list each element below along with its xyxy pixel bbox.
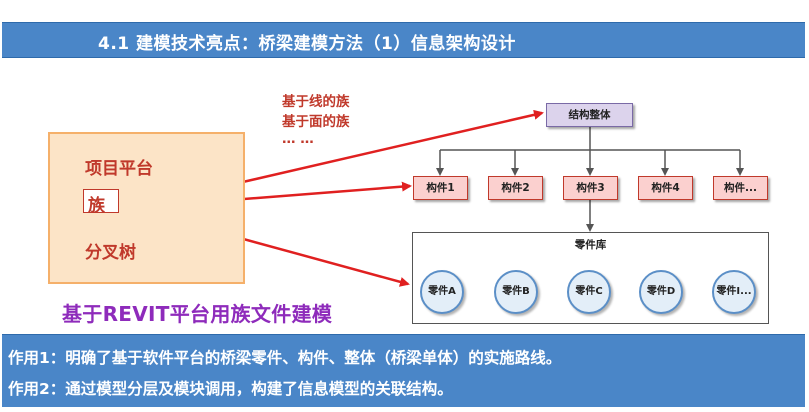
part-node: 零件A xyxy=(420,270,464,314)
project-platform-label: 项目平台 xyxy=(85,159,153,179)
part-node: 零件I... xyxy=(712,270,756,314)
bottom-summary-panel: 作用1：明确了基于软件平台的桥梁零件、构件、整体（桥梁单体）的实施路线。 作用2… xyxy=(2,334,805,407)
revit-modeling-title: 基于REVIT平台用族文件建模 xyxy=(62,302,333,326)
slide-title: 4.1 建模技术亮点：桥梁建模方法（1）信息架构设计 xyxy=(98,34,516,54)
family-type-more: … … xyxy=(282,131,314,147)
part-node: 零件D xyxy=(639,270,683,314)
component-node: 构件3 xyxy=(563,176,618,200)
summary-line-2: 作用2：通过模型分层及模块调用，构建了信息模型的关联结构。 xyxy=(8,380,453,398)
component-node: 构件1 xyxy=(413,176,468,200)
part-node: 零件B xyxy=(494,270,538,314)
fork-tree-label: 分叉树 xyxy=(85,243,136,263)
component-node: 构件2 xyxy=(488,176,543,200)
family-box: 族 xyxy=(83,189,119,216)
header-bar: 4.1 建模技术亮点：桥梁建模方法（1）信息架构设计 xyxy=(2,22,805,58)
component-node: 构件... xyxy=(713,176,768,200)
struct-whole-node: 结构整体 xyxy=(546,103,633,127)
parts-library-title: 零件库 xyxy=(574,239,607,251)
component-node: 构件4 xyxy=(638,176,693,200)
family-label: 族 xyxy=(88,196,105,216)
family-type-line: 基于线的族 xyxy=(282,94,350,110)
part-node: 零件C xyxy=(567,270,611,314)
family-type-face: 基于面的族 xyxy=(282,114,350,130)
left-panel: 项目平台 族 分叉树 xyxy=(48,132,245,284)
summary-line-1: 作用1：明确了基于软件平台的桥梁零件、构件、整体（桥梁单体）的实施路线。 xyxy=(8,349,562,367)
